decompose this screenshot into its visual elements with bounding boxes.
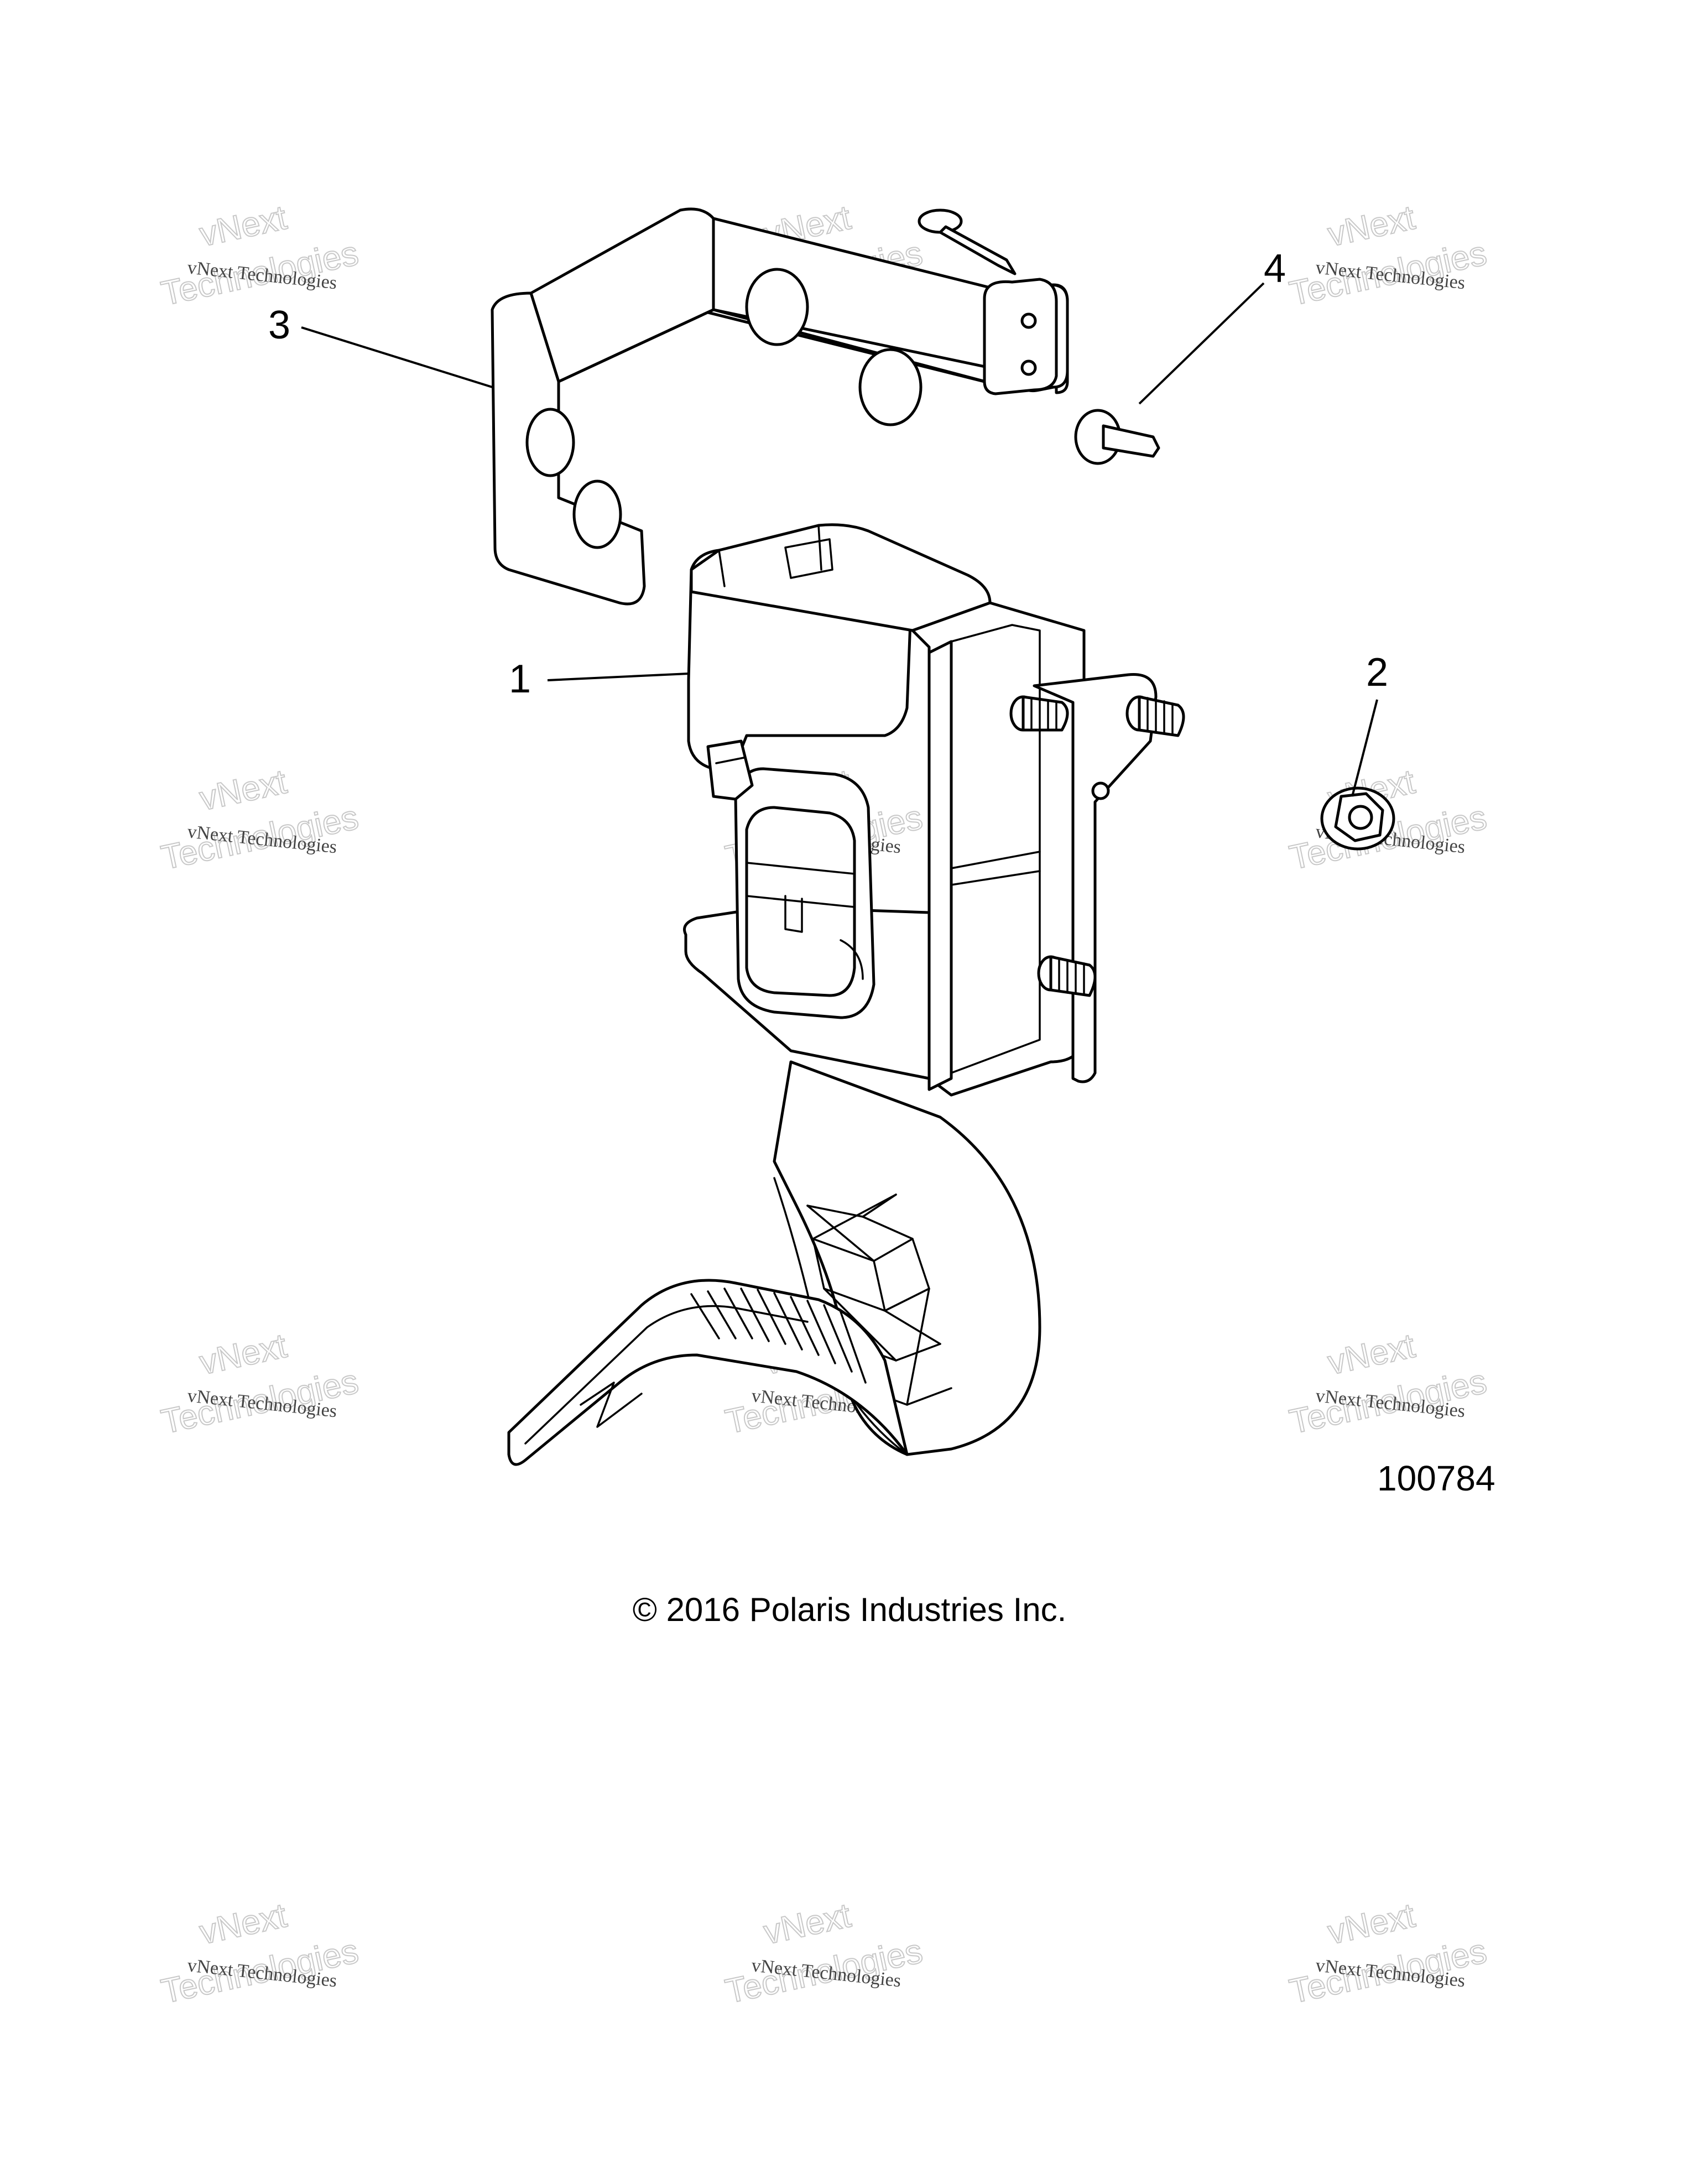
svg-text:vNext: vNext <box>196 763 290 818</box>
svg-text:vNext: vNext <box>196 199 290 254</box>
leader-line-2 <box>1351 699 1378 797</box>
bracket-part-3 <box>491 207 1069 606</box>
push-rivet-upper <box>918 209 1017 275</box>
callout-1: 1 <box>509 657 531 701</box>
svg-text:vNext: vNext <box>760 1896 854 1952</box>
mounting-studs <box>1009 695 1185 997</box>
svg-text:vNext: vNext <box>1325 199 1418 254</box>
leader-line-4 <box>1138 282 1265 405</box>
svg-text:vNext: vNext <box>1325 1896 1418 1952</box>
svg-text:vNext: vNext <box>1325 1327 1418 1382</box>
pedal-assembly-part-1 <box>507 523 1185 1466</box>
figure-number: 100784 <box>1377 1458 1495 1498</box>
copyright-notice: © 2016 Polaris Industries Inc. <box>632 1591 1067 1628</box>
callout-2: 2 <box>1366 650 1388 695</box>
leader-lines <box>301 282 1378 797</box>
leader-line-1 <box>547 673 689 681</box>
callout-4: 4 <box>1264 247 1286 291</box>
leader-line-3 <box>301 326 493 388</box>
svg-text:vNext: vNext <box>196 1896 290 1952</box>
flange-nut-part-2 <box>1320 786 1395 851</box>
callout-3: 3 <box>268 303 290 347</box>
push-rivet-lower <box>1074 409 1160 465</box>
svg-text:vNext: vNext <box>196 1327 290 1382</box>
